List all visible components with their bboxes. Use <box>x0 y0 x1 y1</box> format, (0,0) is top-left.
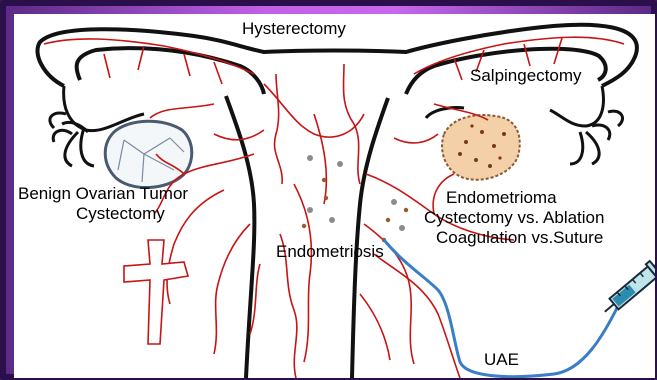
right-ovary-ligament <box>426 107 464 118</box>
right-fimbria <box>570 111 623 164</box>
right-tube <box>550 86 603 126</box>
diagram-canvas: Hysterectomy Salpingectomy Benign Ovaria… <box>14 14 655 378</box>
uterus-left-wall <box>226 96 254 378</box>
label-endometrioma: Endometrioma <box>446 188 557 207</box>
label-cystectomy-vs-ablation: Cystectomy vs. Ablation <box>424 208 604 227</box>
label-hysterectomy: Hysterectomy <box>242 19 346 38</box>
label-cystectomy: Cystectomy <box>76 204 165 223</box>
left-uterine-artery <box>124 240 188 344</box>
endometrioma-cyst <box>442 115 520 180</box>
endometriosis-dots <box>302 155 408 242</box>
uterus-right-wall <box>352 98 388 378</box>
label-uae: UAE <box>484 350 519 369</box>
label-benign-ovarian-tumor: Benign Ovarian Tumor <box>18 184 188 203</box>
label-endometriosis: Endometriosis <box>276 242 384 261</box>
label-coagulation-vs-suture: Coagulation vs.Suture <box>436 228 603 247</box>
syringe-icon <box>598 251 655 320</box>
label-salpingectomy: Salpingectomy <box>470 66 582 85</box>
